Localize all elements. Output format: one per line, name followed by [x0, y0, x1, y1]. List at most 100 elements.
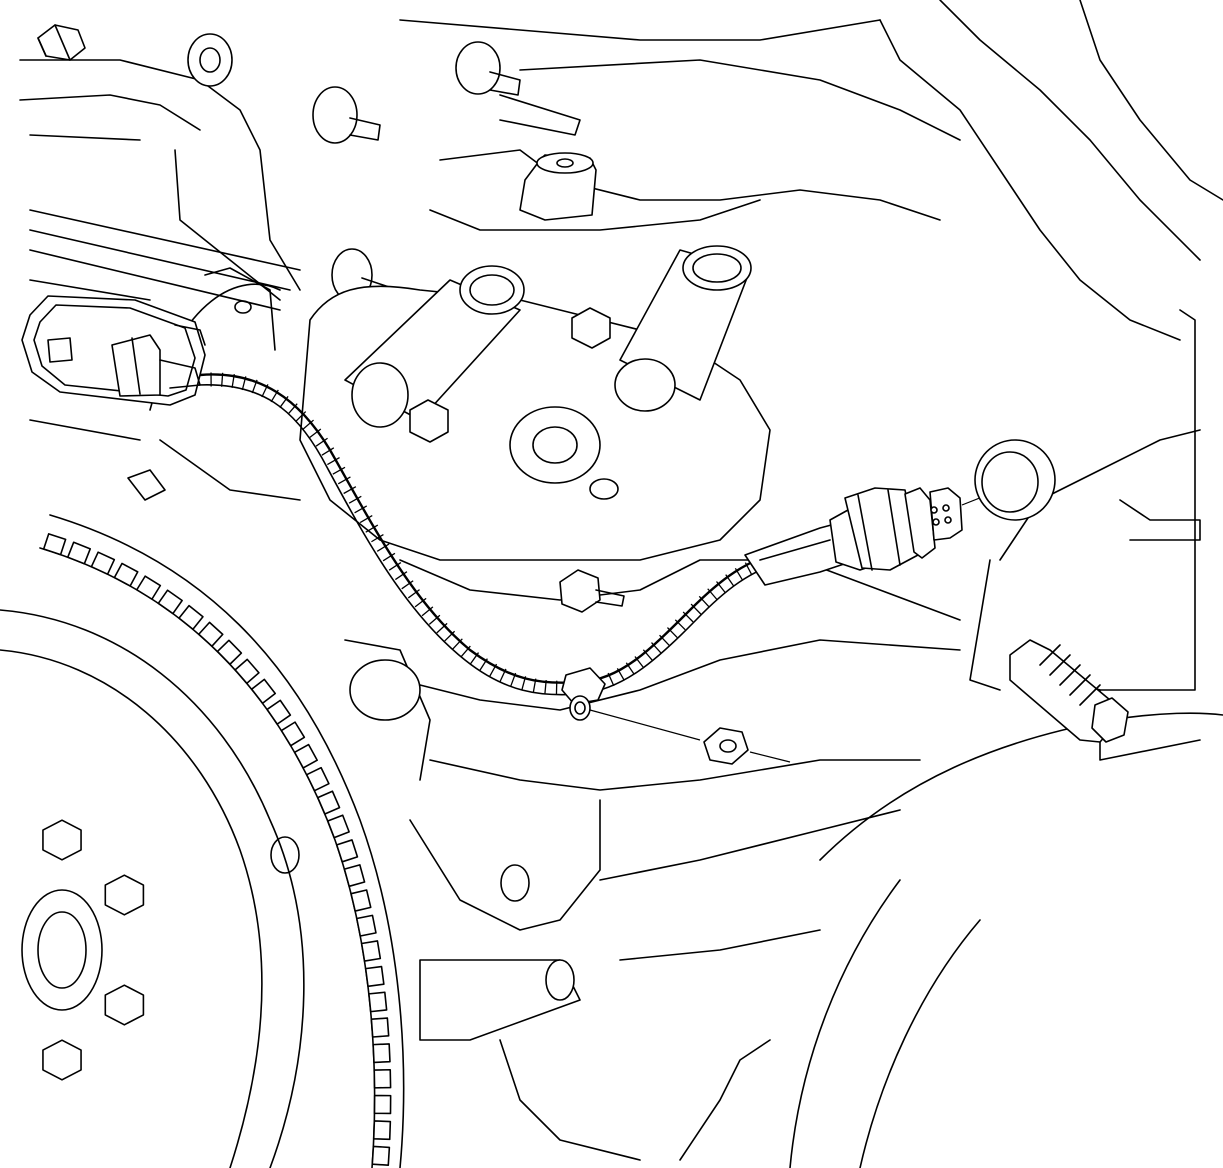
harness-ridge	[337, 476, 351, 485]
ring-gear-tooth	[234, 658, 260, 685]
harness-ridge	[382, 552, 396, 562]
harness-ridge	[231, 373, 235, 389]
ring-gear-tooth	[373, 1094, 392, 1115]
harness-ridge	[327, 457, 340, 466]
harness-ridge	[354, 505, 368, 514]
harness-ridge	[544, 679, 547, 695]
harness-ridge	[321, 447, 335, 456]
ring-gear-tooth	[326, 814, 350, 839]
harness-ridge	[270, 389, 279, 403]
flywheel-ring-gear	[39, 514, 405, 1168]
harness-ridge	[365, 524, 379, 533]
top-left-bolt	[37, 24, 86, 61]
harness-ridge	[407, 589, 420, 599]
harness-ridge	[690, 603, 702, 615]
harness-ridge	[261, 384, 269, 398]
harness-ridge	[421, 606, 434, 617]
engine-block-outline	[19, 0, 1223, 1168]
ring-gear-tooth	[42, 533, 67, 556]
harness-ridge	[414, 597, 427, 608]
ring-gear-teeth	[42, 533, 392, 1166]
harness-ridge	[221, 372, 224, 387]
electrical-connector	[21, 295, 206, 406]
ring-gear-tooth	[178, 604, 204, 631]
harness-ridge	[302, 419, 314, 430]
ring-gear-tooth	[266, 699, 292, 725]
harness-ridge	[674, 619, 686, 631]
ring-gear-tooth	[66, 541, 92, 565]
sensor-harness	[197, 372, 793, 721]
harness-ridge	[359, 514, 373, 524]
harness-ridge	[452, 638, 463, 650]
harness-ridge	[279, 396, 289, 409]
right-side-bolt	[1009, 639, 1129, 743]
sensor-port	[974, 439, 1056, 521]
ring-gear-tooth	[343, 864, 366, 888]
harness-ridge	[642, 649, 653, 661]
harness-ridge	[343, 486, 357, 495]
harness-ridge	[716, 581, 726, 593]
flywheel-bolt	[42, 819, 82, 861]
harness-ridge	[295, 411, 307, 422]
oxygen-sensor	[744, 481, 1021, 586]
bracket-bolt-group	[187, 33, 521, 302]
harness-ridge	[388, 562, 402, 571]
ring-gear-tooth	[372, 1120, 392, 1141]
ring-gear-tooth	[373, 1068, 392, 1089]
stud-bolt	[559, 569, 625, 613]
ring-gear-tooth	[216, 639, 243, 666]
harness-ridge	[428, 614, 441, 625]
harness-ridge	[634, 656, 645, 668]
ring-gear-tooth	[350, 889, 372, 912]
harness-ridge	[241, 376, 247, 391]
ring-gear-tooth	[113, 562, 139, 587]
ring-gear-tooth	[135, 575, 162, 600]
flywheel-bolt-group	[42, 819, 145, 1081]
harness-ridge	[521, 676, 527, 690]
harness-ridge	[315, 437, 328, 447]
lower-bracket	[349, 659, 575, 1001]
harness-ridge	[436, 622, 448, 634]
harness-ridge	[479, 658, 488, 671]
thermostat-housing	[127, 152, 771, 561]
ring-gear-tooth	[372, 1043, 391, 1064]
harness-ridge	[460, 645, 471, 658]
ring-gear-tooth	[371, 1145, 391, 1166]
harness-ridge	[698, 595, 710, 608]
ring-gear-tooth	[293, 743, 318, 769]
harness-ridge	[251, 379, 258, 394]
ring-gear-tooth	[370, 1017, 390, 1038]
harness-ridge	[371, 533, 384, 543]
flywheel-bolt	[42, 1039, 82, 1081]
harness-ridge	[510, 672, 517, 687]
harness-ridge	[666, 627, 678, 638]
harness-ridge	[625, 662, 635, 675]
harness-ridge	[607, 672, 615, 687]
harness-ridge	[469, 652, 480, 665]
ring-gear-tooth	[355, 914, 377, 937]
harness-ridge	[309, 428, 322, 438]
harness-ridge	[651, 642, 662, 654]
harness-ridge	[659, 634, 670, 646]
harness-ridge	[725, 574, 735, 587]
harness-corrugation	[210, 372, 783, 695]
ring-gear-tooth	[90, 551, 116, 575]
flywheel-bolt	[104, 874, 145, 916]
harness-ridge	[707, 588, 718, 600]
ring-gear-tooth	[335, 839, 359, 863]
ring-gear-tooth	[197, 621, 224, 648]
harness-ridge	[287, 403, 298, 415]
harness-ridge	[348, 495, 362, 504]
harness-ridge	[616, 668, 625, 681]
ring-gear-tooth	[368, 991, 388, 1013]
harness-ridge	[376, 543, 390, 552]
harness-ridge	[332, 466, 346, 475]
ring-gear-tooth	[360, 940, 382, 962]
harness-ridge	[489, 663, 498, 677]
flywheel	[0, 609, 305, 1168]
ring-gear-tooth	[280, 721, 306, 747]
ring-gear-tooth	[305, 766, 330, 792]
flywheel-bolt	[104, 984, 145, 1026]
harness-ridge	[744, 562, 753, 576]
